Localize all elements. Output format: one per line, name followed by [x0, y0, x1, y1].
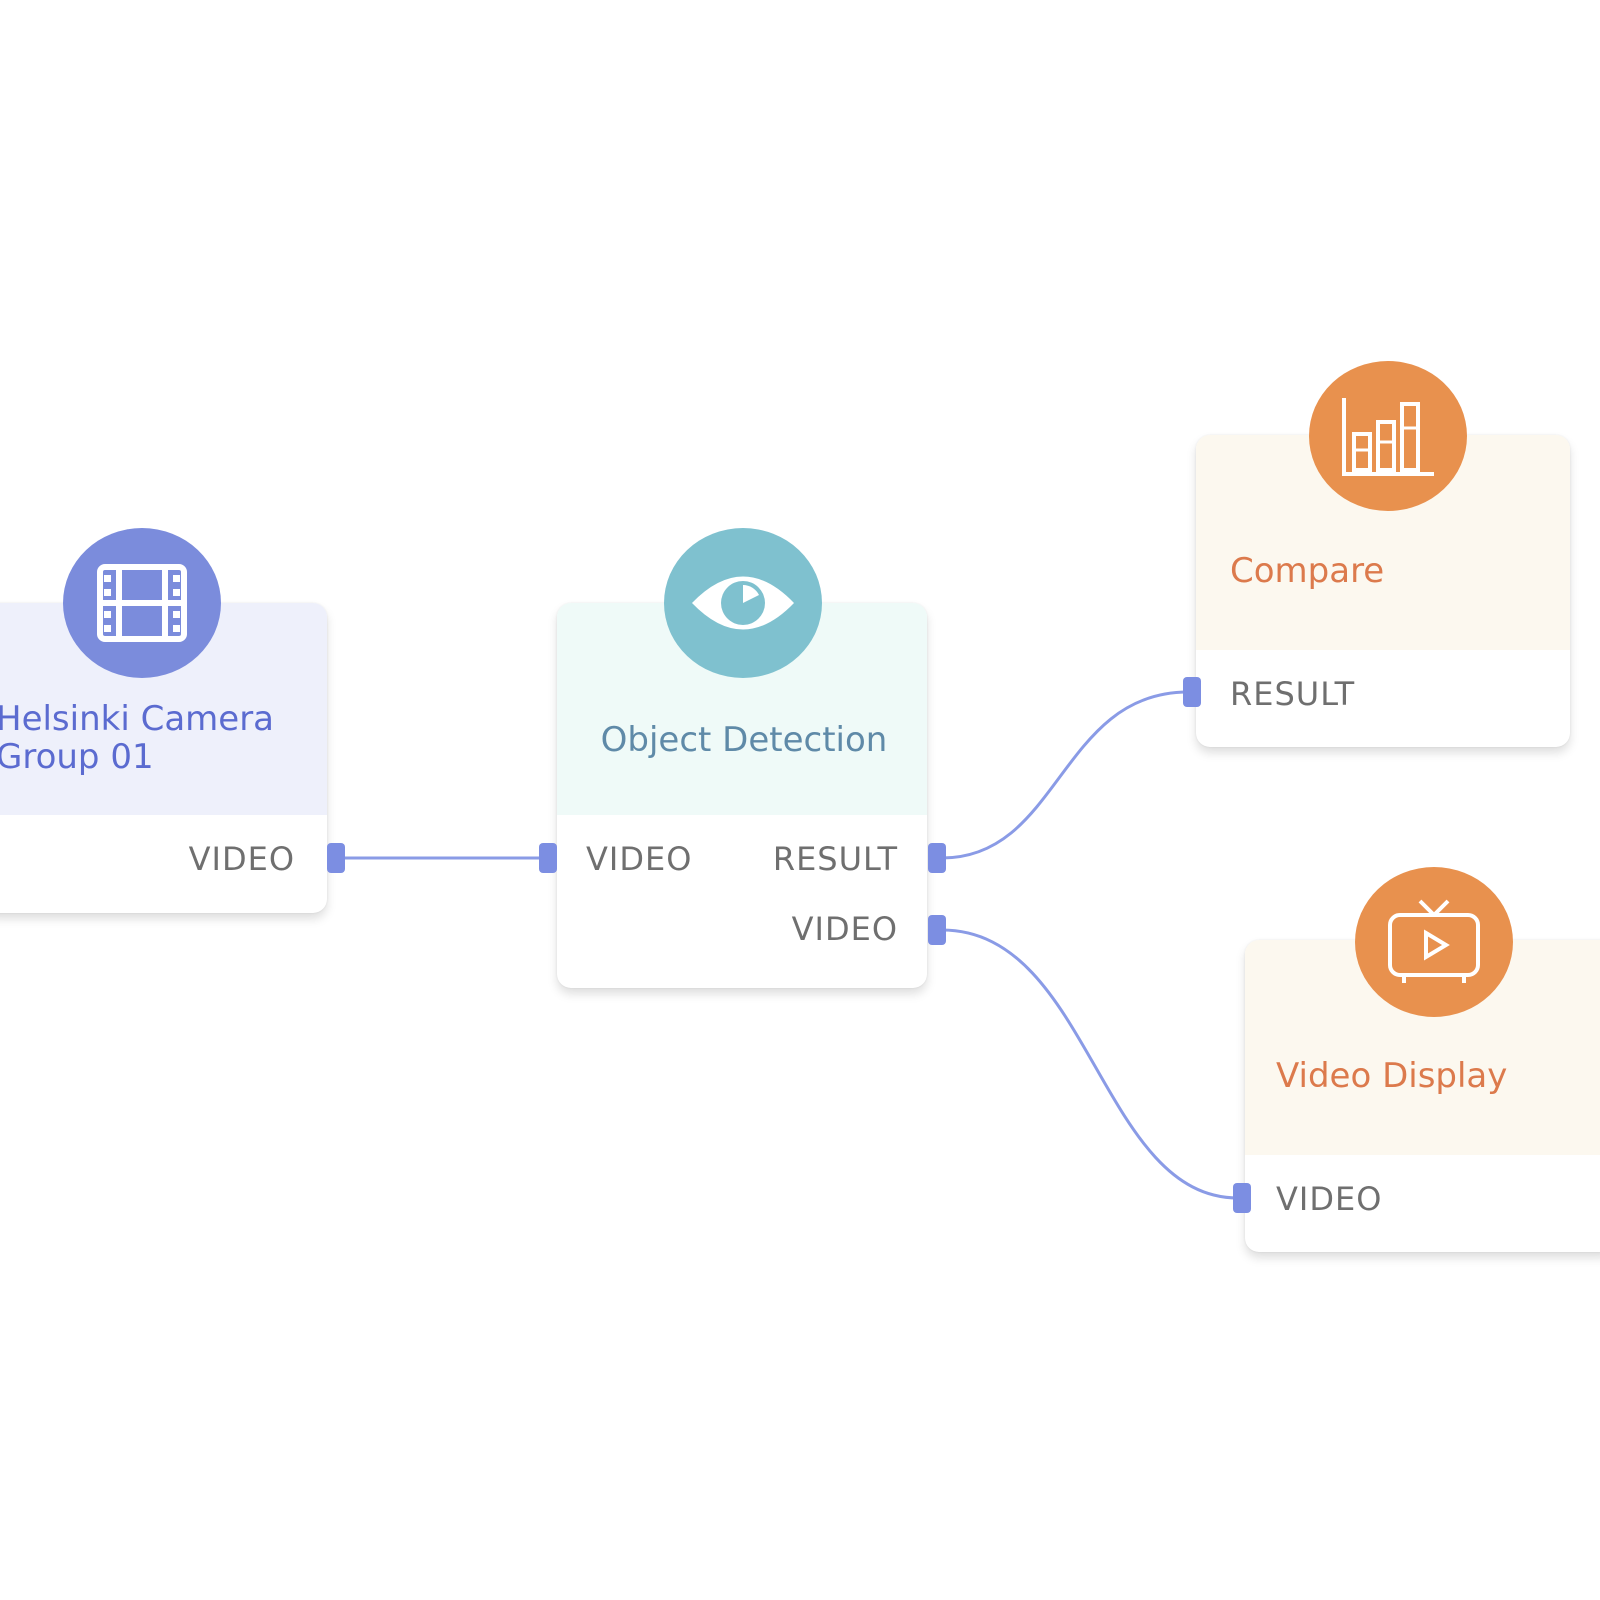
- input-label-video: VIDEO: [1276, 1180, 1383, 1218]
- input-port-video[interactable]: [1233, 1183, 1251, 1213]
- input-label-result: RESULT: [1230, 675, 1356, 713]
- node-title: Helsinki Camera Group 01: [0, 699, 275, 777]
- edge-detection-video-to-display[interactable]: [941, 928, 1239, 1200]
- input-label-video: VIDEO: [586, 840, 693, 878]
- input-port-result[interactable]: [1183, 677, 1201, 707]
- output-port-result[interactable]: [928, 843, 946, 873]
- node-compare[interactable]: Compare RESULT: [1196, 435, 1570, 747]
- output-port-video[interactable]: [327, 843, 345, 873]
- node-header: Helsinki Camera Group 01: [0, 603, 327, 815]
- node-title: Compare: [1230, 551, 1385, 591]
- node-title: Object Detection: [600, 720, 888, 760]
- output-label-video: VIDEO: [791, 910, 898, 948]
- eye-icon: [664, 528, 822, 678]
- output-label-video: VIDEO: [188, 840, 295, 878]
- film-icon: [63, 528, 221, 678]
- tv-play-icon: [1355, 867, 1513, 1017]
- node-title: Video Display: [1276, 1056, 1508, 1096]
- node-camera-source[interactable]: Helsinki Camera Group 01 VIDEO: [0, 603, 327, 913]
- edge-detection-result-to-compare[interactable]: [941, 690, 1189, 860]
- output-port-video[interactable]: [928, 915, 946, 945]
- bar-chart-icon: [1309, 361, 1467, 511]
- output-label-result: RESULT: [772, 840, 898, 878]
- input-port-video[interactable]: [539, 843, 557, 873]
